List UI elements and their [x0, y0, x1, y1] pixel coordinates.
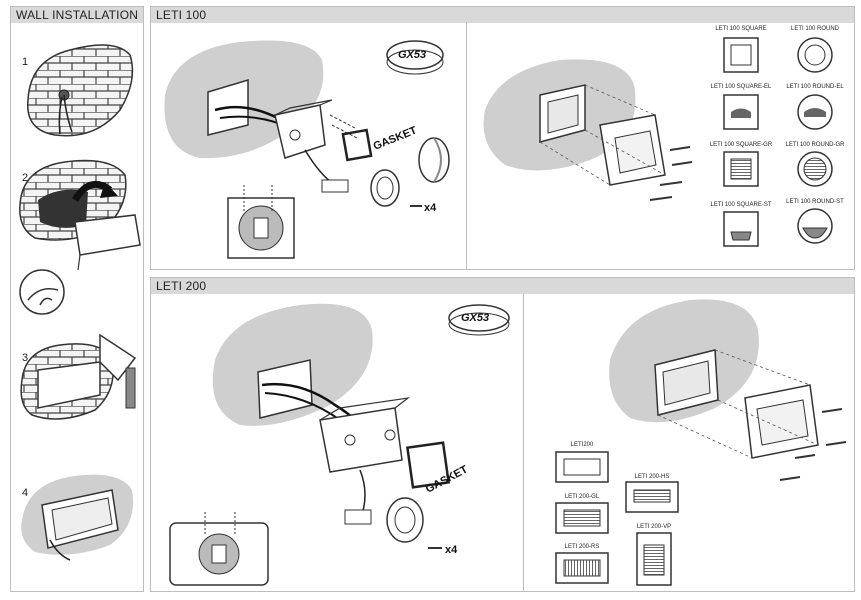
variant-leti100-square-st: LETI 100 SQUARE-ST	[710, 202, 771, 208]
leti100-variant-grid: LETI 100 SQUARE LETI 100 ROUND LETI 100 …	[710, 26, 845, 247]
variant-leti200-hs: LETI 200-HS	[635, 474, 670, 480]
step-4-number: 4	[22, 487, 29, 499]
variant-leti100-round: LETI 100 ROUND	[791, 26, 840, 32]
leti100-exploded-view: GX53 GASKET x4	[164, 40, 450, 259]
variant-leti100-round-gr: LETI 100 ROUND-GR	[785, 142, 845, 148]
variant-leti100-square: LETI 100 SQUARE	[715, 26, 766, 32]
step-1-drawing	[27, 44, 134, 137]
leti200-lamp-label: GX53	[461, 312, 489, 324]
step-3-number: 3	[22, 352, 29, 364]
variant-leti100-round-el: LETI 100 ROUND-EL	[786, 84, 844, 90]
leti100-divider	[466, 22, 467, 269]
step-1-number: 1	[22, 56, 29, 68]
variant-leti200-gl: LETI 200-GL	[565, 494, 600, 500]
leti100-gasket-label: GASKET	[372, 124, 419, 152]
leti100-screws-label: x4	[424, 202, 437, 214]
variant-leti200-vp: LETI 200-VP	[637, 524, 671, 530]
wall-installation-header: WALL INSTALLATION	[11, 7, 143, 23]
leti200-screws-label: x4	[445, 544, 458, 556]
leti100-header: LETI 100	[151, 7, 854, 23]
leti100-lamp-label: GX53	[398, 49, 426, 61]
step-4-drawing	[21, 474, 134, 561]
leti200-exploded-view: GX53 GASKET x4	[169, 303, 510, 586]
leti200-divider	[523, 294, 524, 591]
variant-leti200-rs: LETI 200-RS	[565, 544, 600, 550]
variant-leti100-square-el: LETI 100 SQUARE-EL	[711, 84, 772, 90]
leti200-title: LETI 200	[156, 279, 207, 293]
step-2-drawing	[19, 159, 141, 315]
leti200-header: LETI 200	[151, 278, 854, 294]
wall-installation-title: WALL INSTALLATION	[16, 8, 139, 22]
leti200-variant-grid: LETI200 LETI 200-HS LETI 200-GL LETI 200…	[555, 442, 679, 586]
variant-leti100-square-gr: LETI 100 SQUARE-GR	[710, 142, 773, 148]
variant-leti100-round-st: LETI 100 ROUND-ST	[786, 199, 844, 205]
leti100-box-view	[483, 59, 693, 201]
variant-leti200: LETI200	[571, 442, 594, 448]
leti100-title: LETI 100	[156, 8, 207, 22]
leti200-box-view	[609, 299, 847, 481]
step-3-drawing	[20, 333, 137, 420]
step-2-number: 2	[22, 172, 29, 184]
